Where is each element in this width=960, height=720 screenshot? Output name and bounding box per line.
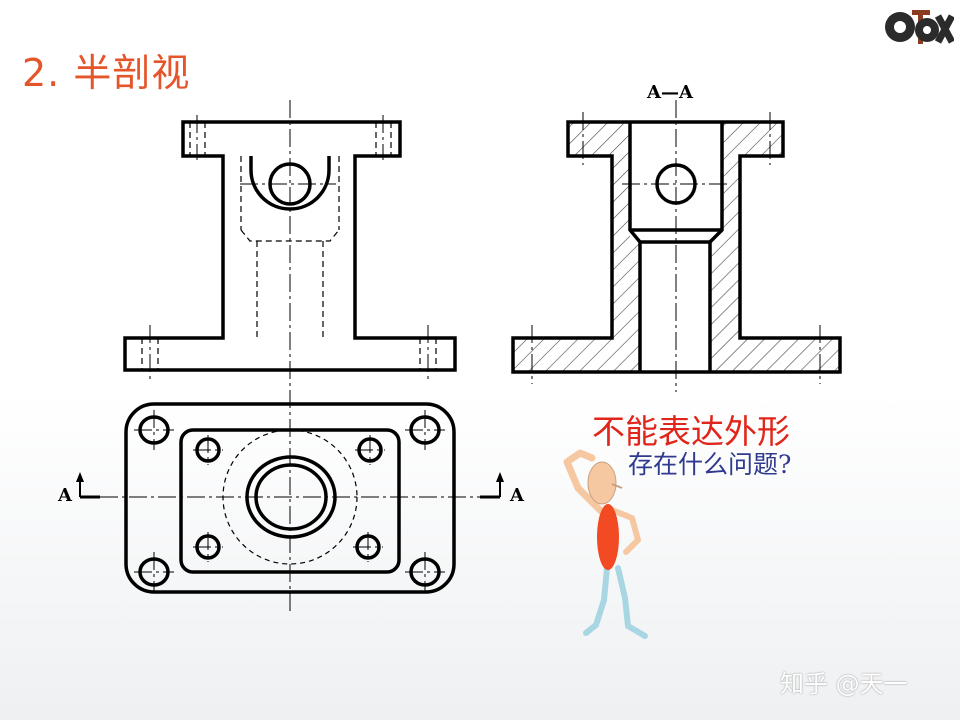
watermark: 知乎 @天一 xyxy=(780,670,908,698)
question-line-1: 不能表达外形 xyxy=(592,412,790,451)
section-view-a-a xyxy=(511,100,842,392)
section-label: A—A xyxy=(646,82,694,103)
top-view xyxy=(76,390,504,612)
page-title: 2. 半剖视 xyxy=(22,51,191,95)
cut-mark-left-label: A xyxy=(57,485,73,506)
logo-icon xyxy=(885,10,954,44)
thinking-figure xyxy=(563,449,648,639)
cut-mark-right-label: A xyxy=(509,485,525,506)
front-view xyxy=(123,100,457,390)
question-line-2: 存在什么问题? xyxy=(628,450,792,479)
